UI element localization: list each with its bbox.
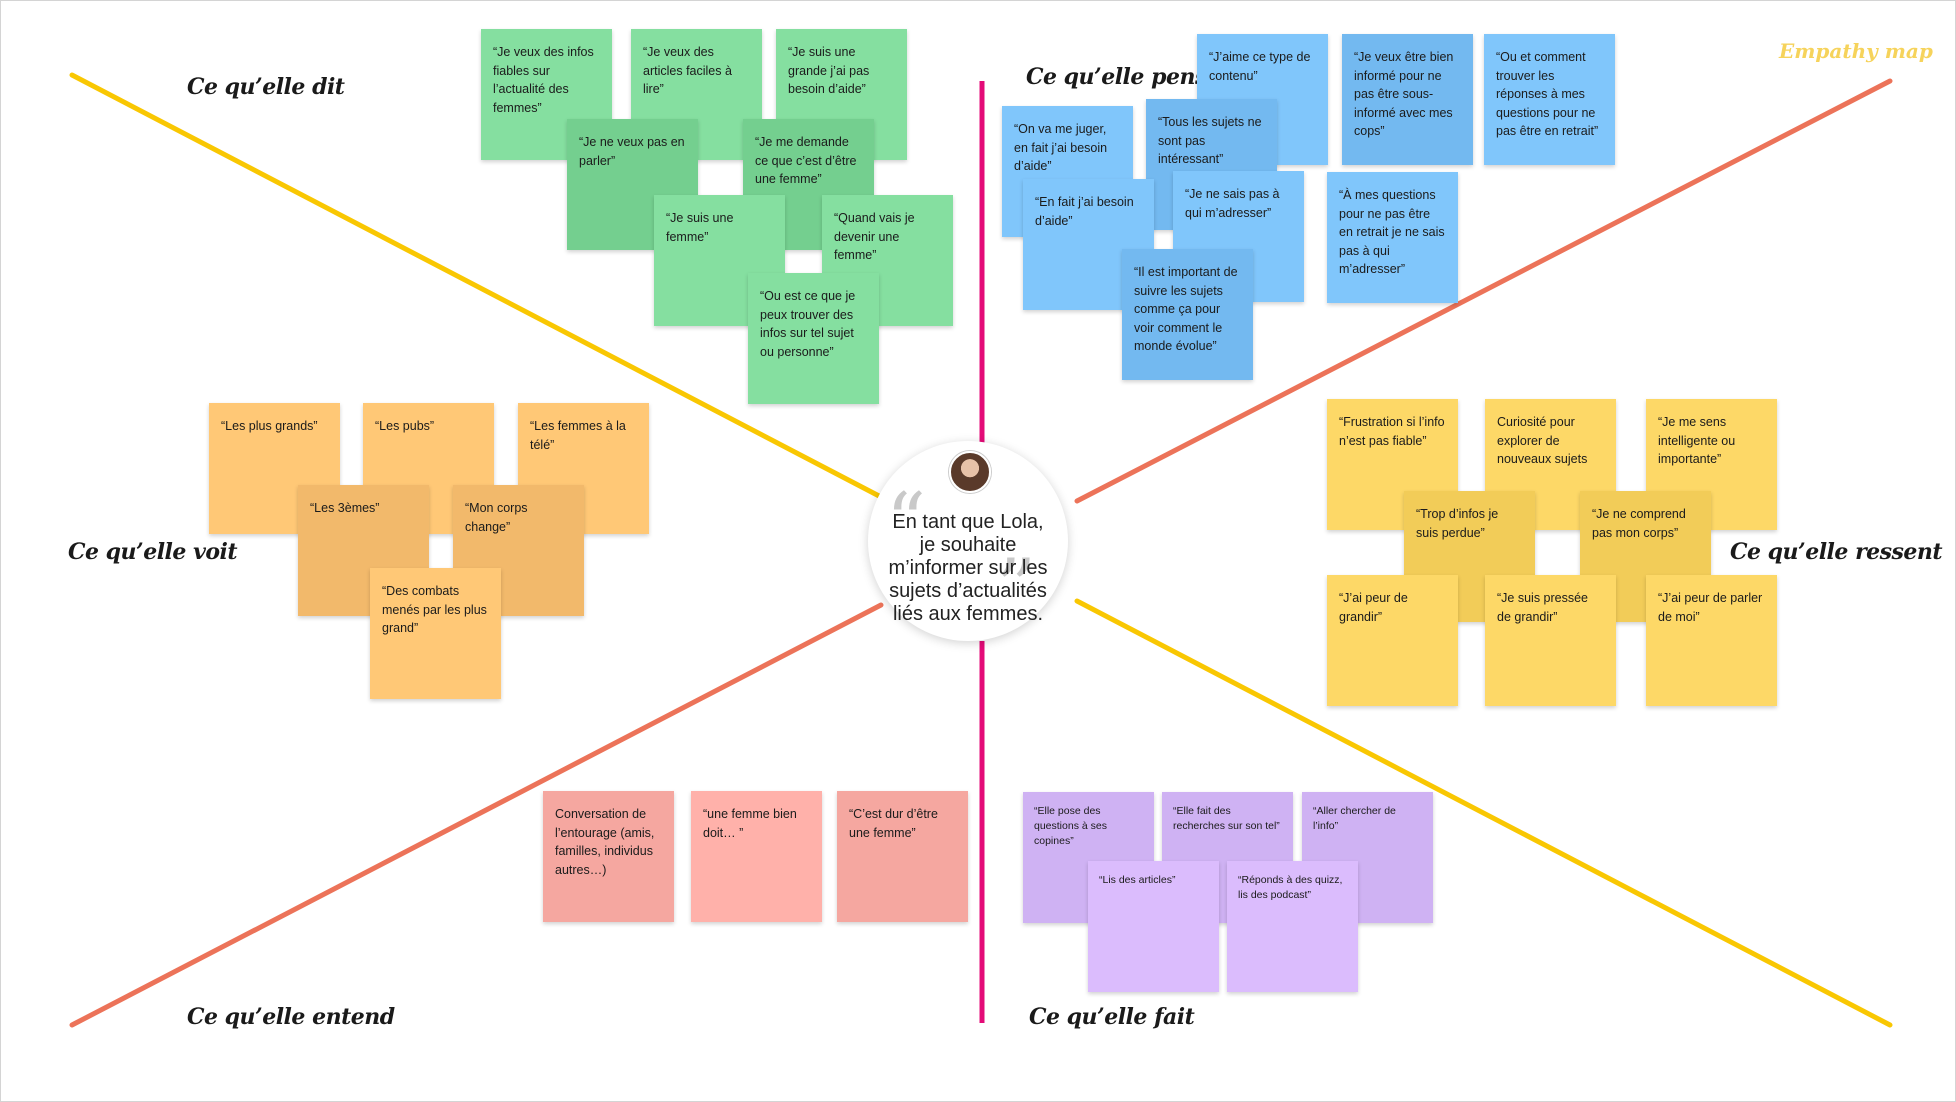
sticky-note[interactable]: “Je veux être bien informé pour ne pas ê…	[1342, 34, 1473, 165]
sticky-note[interactable]: “Réponds à des quizz, lis des podcast”	[1227, 861, 1358, 992]
diagonal-line-top-left	[69, 72, 884, 500]
sticky-note[interactable]: “C’est dur d’être une femme”	[837, 791, 968, 922]
persona-statement: En tant que Lola, je souhaite m’informer…	[888, 511, 1048, 625]
sticky-note[interactable]: “Il est important de suivre les sujets c…	[1122, 249, 1253, 380]
section-title-fait: Ce qu’elle fait	[1029, 1004, 1195, 1030]
diagonal-line-bottom-left	[69, 602, 884, 1028]
sticky-note[interactable]: “J’ai peur de grandir”	[1327, 575, 1458, 706]
section-title-ressent: Ce qu’elle ressent	[1730, 539, 1943, 565]
persona-statement-bubble: “ ” En tant que Lola, je souhaite m’info…	[868, 441, 1068, 641]
diagonal-line-top-right	[1074, 78, 1893, 504]
sticky-note[interactable]: “À mes questions pour ne pas être en ret…	[1327, 172, 1458, 303]
sticky-note[interactable]: “Mon corps change”	[453, 485, 584, 616]
section-title-voit: Ce qu’elle voit	[68, 539, 238, 565]
sticky-note[interactable]: “Je suis une femme”	[654, 195, 785, 326]
sticky-note[interactable]: “Des combats menés par les plus grand”	[370, 568, 501, 699]
avatar	[949, 451, 991, 493]
sticky-note[interactable]: “Lis des articles”	[1088, 861, 1219, 992]
section-title-pense: Ce qu’elle pense	[1026, 64, 1221, 90]
empathy-map-logo: Empathy map	[1779, 39, 1933, 63]
sticky-note[interactable]: “une femme bien doit… ”	[691, 791, 822, 922]
section-title-dit: Ce qu’elle dit	[187, 74, 345, 100]
close-quote-icon: ”	[996, 543, 1036, 633]
sticky-note[interactable]: “Ou est ce que je peux trouver des infos…	[748, 273, 879, 404]
sticky-note[interactable]: “Quand vais je devenir une femme”	[822, 195, 953, 326]
section-title-entend: Ce qu’elle entend	[187, 1004, 395, 1030]
open-quote-icon: “	[886, 477, 926, 567]
diagonal-line-bottom-right	[1074, 598, 1893, 1028]
sticky-note[interactable]: “Je suis pressée de grandir”	[1485, 575, 1616, 706]
sticky-note[interactable]: “Ou et comment trouver les réponses à me…	[1484, 34, 1615, 165]
sticky-note[interactable]: “En fait j’ai besoin d’aide”	[1023, 179, 1154, 310]
sticky-note[interactable]: Conversation de l’entourage (amis, famil…	[543, 791, 674, 922]
sticky-note[interactable]: “J’ai peur de parler de moi”	[1646, 575, 1777, 706]
